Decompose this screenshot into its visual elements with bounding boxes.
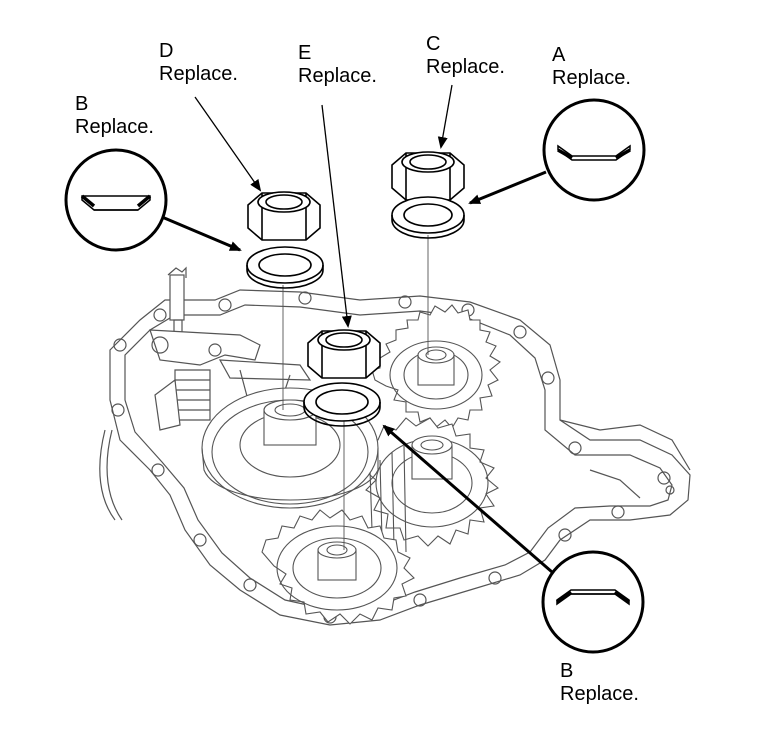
callout-e: E Replace. (298, 42, 377, 88)
countershaft-gear-lower (261, 509, 415, 625)
callout-b-bottom-text: Replace. (560, 683, 639, 705)
detail-circle-b-bottom (382, 424, 645, 654)
leader-lines (194, 84, 453, 328)
callout-a: A Replace. (552, 44, 631, 90)
axis-lines (282, 235, 429, 550)
idler-gear-center (361, 417, 499, 553)
detail-circle-a (468, 98, 646, 205)
callout-a-letter: A (552, 44, 566, 66)
washer-a (391, 196, 465, 239)
callout-b-bottom: B Replace. (560, 660, 639, 706)
callout-d-text: Replace. (159, 63, 238, 85)
callout-e-letter: E (298, 42, 312, 64)
callout-b-bottom-letter: B (560, 660, 574, 682)
detail-circle-b-left (64, 148, 242, 252)
washer-b-left (246, 246, 324, 289)
callout-d-letter: D (159, 40, 174, 62)
washer-b-center (303, 382, 381, 427)
callout-e-text: Replace. (298, 65, 377, 87)
callout-d: D Replace. (159, 40, 238, 86)
locknut-d (247, 191, 321, 241)
callout-c-letter: C (426, 33, 441, 55)
shift-mechanism (149, 266, 312, 431)
callout-c: C Replace. (426, 33, 505, 79)
locknut-e (307, 329, 381, 379)
callout-b-left-text: Replace. (75, 116, 154, 138)
locknut-c (391, 151, 465, 201)
callout-a-text: Replace. (552, 67, 631, 89)
callout-b-left-letter: B (75, 93, 89, 115)
callout-c-text: Replace. (426, 56, 505, 78)
callout-b-left: B Replace. (75, 93, 154, 139)
